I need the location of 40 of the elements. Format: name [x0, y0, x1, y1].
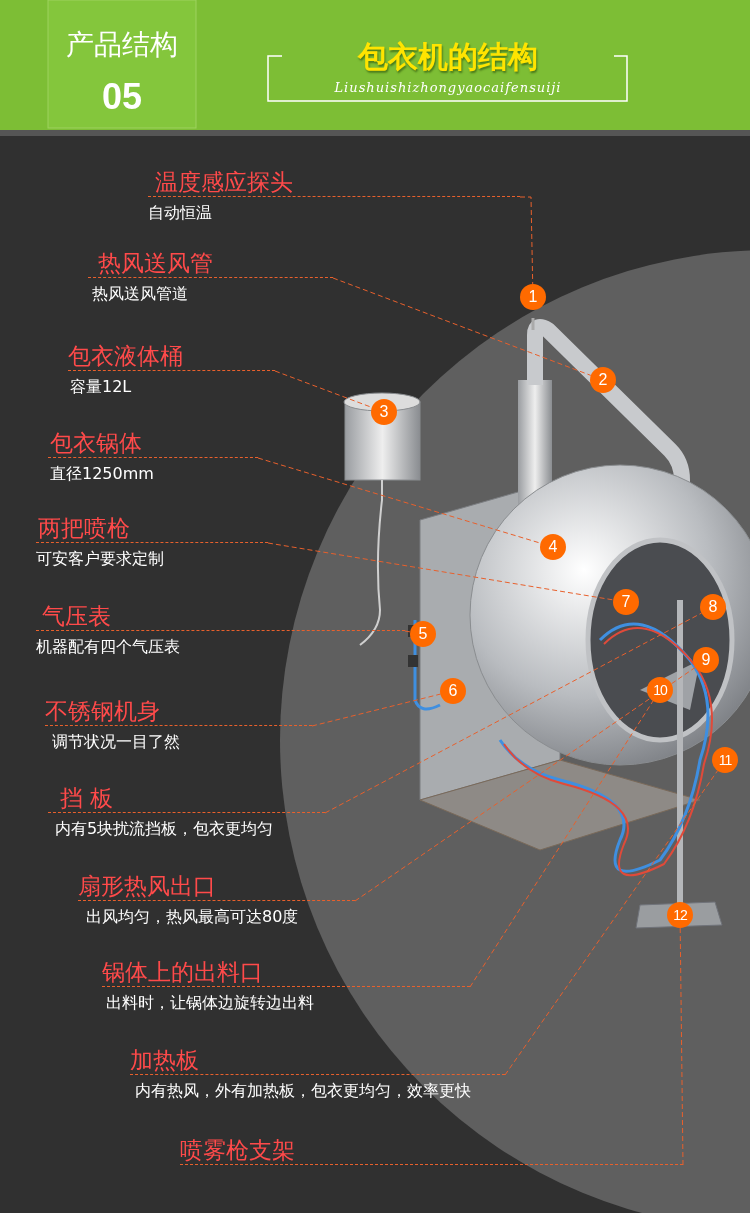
leader-line — [404, 630, 411, 633]
part-name: 扇形热风出口 — [78, 873, 355, 901]
leader-line — [324, 612, 702, 814]
part-description: 出风均匀，热风最高可达80度 — [86, 907, 299, 927]
part-name: 挡 板 — [48, 785, 325, 813]
leader-line — [311, 693, 441, 727]
part-name: 包衣锅体 — [48, 430, 258, 458]
leader-line — [469, 700, 654, 988]
section-number: 05 — [100, 76, 143, 118]
part-name: 气压表 — [36, 603, 405, 631]
part-description: 可安客户要求定制 — [36, 549, 164, 569]
leader-line — [504, 770, 719, 1076]
part-name: 锅体上的出料口 — [102, 959, 470, 987]
callout-number: 1 — [520, 284, 546, 310]
leader-line — [332, 277, 592, 376]
part-description: 热风送风管道 — [92, 284, 188, 304]
leader-line — [354, 666, 696, 902]
part-description: 机器配有四个气压表 — [36, 637, 180, 657]
subtitle: Liushuishizhongyaocaifensuiji — [333, 79, 563, 97]
part-description: 调节状况一目了然 — [52, 732, 180, 752]
leader-line — [274, 370, 373, 408]
leader-line — [679, 927, 684, 1166]
part-description: 内有5块扰流挡板，包衣更均匀 — [55, 819, 274, 839]
part-name: 热风送风管 — [88, 250, 333, 278]
part-name: 包衣液体桶 — [68, 343, 275, 371]
leader-line — [519, 196, 534, 285]
part-description: 内有热风，外有加热板，包衣更均匀，效率更快 — [135, 1081, 471, 1101]
section-label: 产品结构 — [65, 28, 179, 62]
part-description: 出料时，让锅体边旋转边出料 — [106, 993, 314, 1013]
part-description: 自动恒温 — [148, 203, 212, 223]
part-description: 直径1250mm — [50, 464, 154, 484]
part-name: 喷雾枪支架 — [180, 1137, 683, 1165]
part-name: 两把喷枪 — [36, 515, 268, 543]
part-name: 不锈钢机身 — [45, 698, 312, 726]
leader-line — [267, 542, 614, 601]
part-name: 温度感应探头 — [148, 169, 520, 197]
title: 包衣机的结构 — [356, 38, 539, 76]
leader-line — [257, 457, 542, 544]
part-name: 加热板 — [130, 1047, 505, 1075]
part-description: 容量12L — [70, 377, 132, 397]
